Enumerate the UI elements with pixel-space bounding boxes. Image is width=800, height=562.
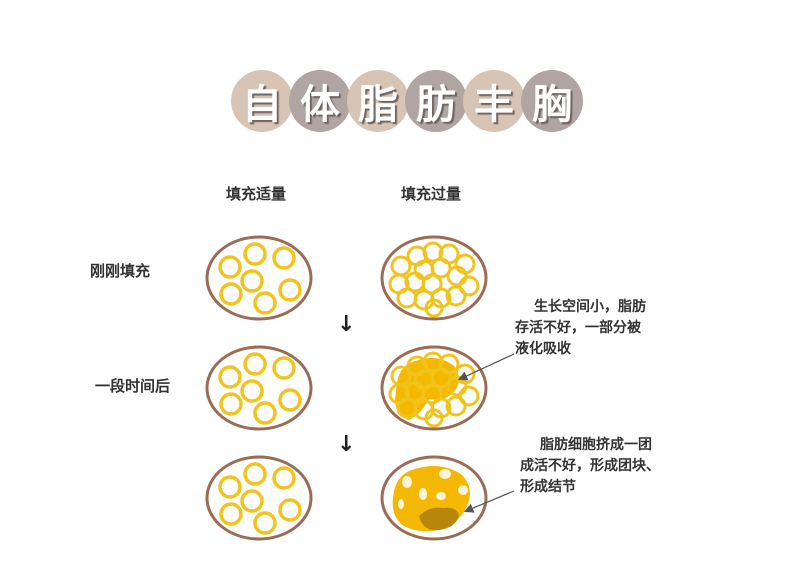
- fat-capsule-diagram: [205, 455, 313, 541]
- fat-capsule-diagram: [205, 345, 313, 431]
- adequate-cell-initial: [204, 234, 314, 322]
- note-excess-final: 脂肪细胞挤成一团 成活不好，形成团块、 形成结节: [520, 435, 660, 498]
- title-char-4: 肪: [405, 70, 467, 132]
- title-char-6: 胸: [521, 70, 583, 132]
- title-banner: 自 体 脂 肪 丰 胸: [231, 70, 583, 132]
- title-char-3: 脂: [347, 70, 409, 132]
- fat-capsule-diagram: [380, 235, 488, 321]
- note-line: 存活不好，一部分被: [515, 320, 641, 336]
- title-char-1: 自: [231, 70, 293, 132]
- row-label-after-time: 一段时间后: [95, 377, 171, 395]
- adequate-cell-final: [204, 454, 314, 542]
- excess-cell-initial: [379, 234, 489, 322]
- down-arrow-icon: ↓: [337, 432, 356, 457]
- down-arrow-icon: ↓: [337, 312, 356, 337]
- adequate-cell-later: [204, 344, 314, 432]
- note-line: 形成结节: [520, 479, 576, 495]
- note-line: 脂肪细胞挤成一团: [540, 437, 652, 453]
- note-line: 生长空间小，脂肪: [534, 299, 646, 315]
- fat-capsule-diagram: [380, 455, 488, 541]
- row-label-just-filled: 刚刚填充: [90, 262, 151, 280]
- column-header-adequate: 填充适量: [226, 185, 287, 203]
- title-char-5: 丰: [463, 70, 525, 132]
- fat-capsule-diagram: [205, 235, 313, 321]
- note-line: 液化吸收: [515, 341, 571, 357]
- excess-cell-final: [379, 454, 489, 542]
- note-line: 成活不好，形成团块、: [520, 458, 660, 474]
- excess-cell-later: [379, 344, 489, 432]
- title-char-2: 体: [289, 70, 351, 132]
- fat-capsule-diagram: [380, 345, 488, 431]
- column-header-excess: 填充过量: [401, 185, 462, 203]
- note-excess-later: 生长空间小，脂肪 存活不好，一部分被 液化吸收: [515, 297, 646, 360]
